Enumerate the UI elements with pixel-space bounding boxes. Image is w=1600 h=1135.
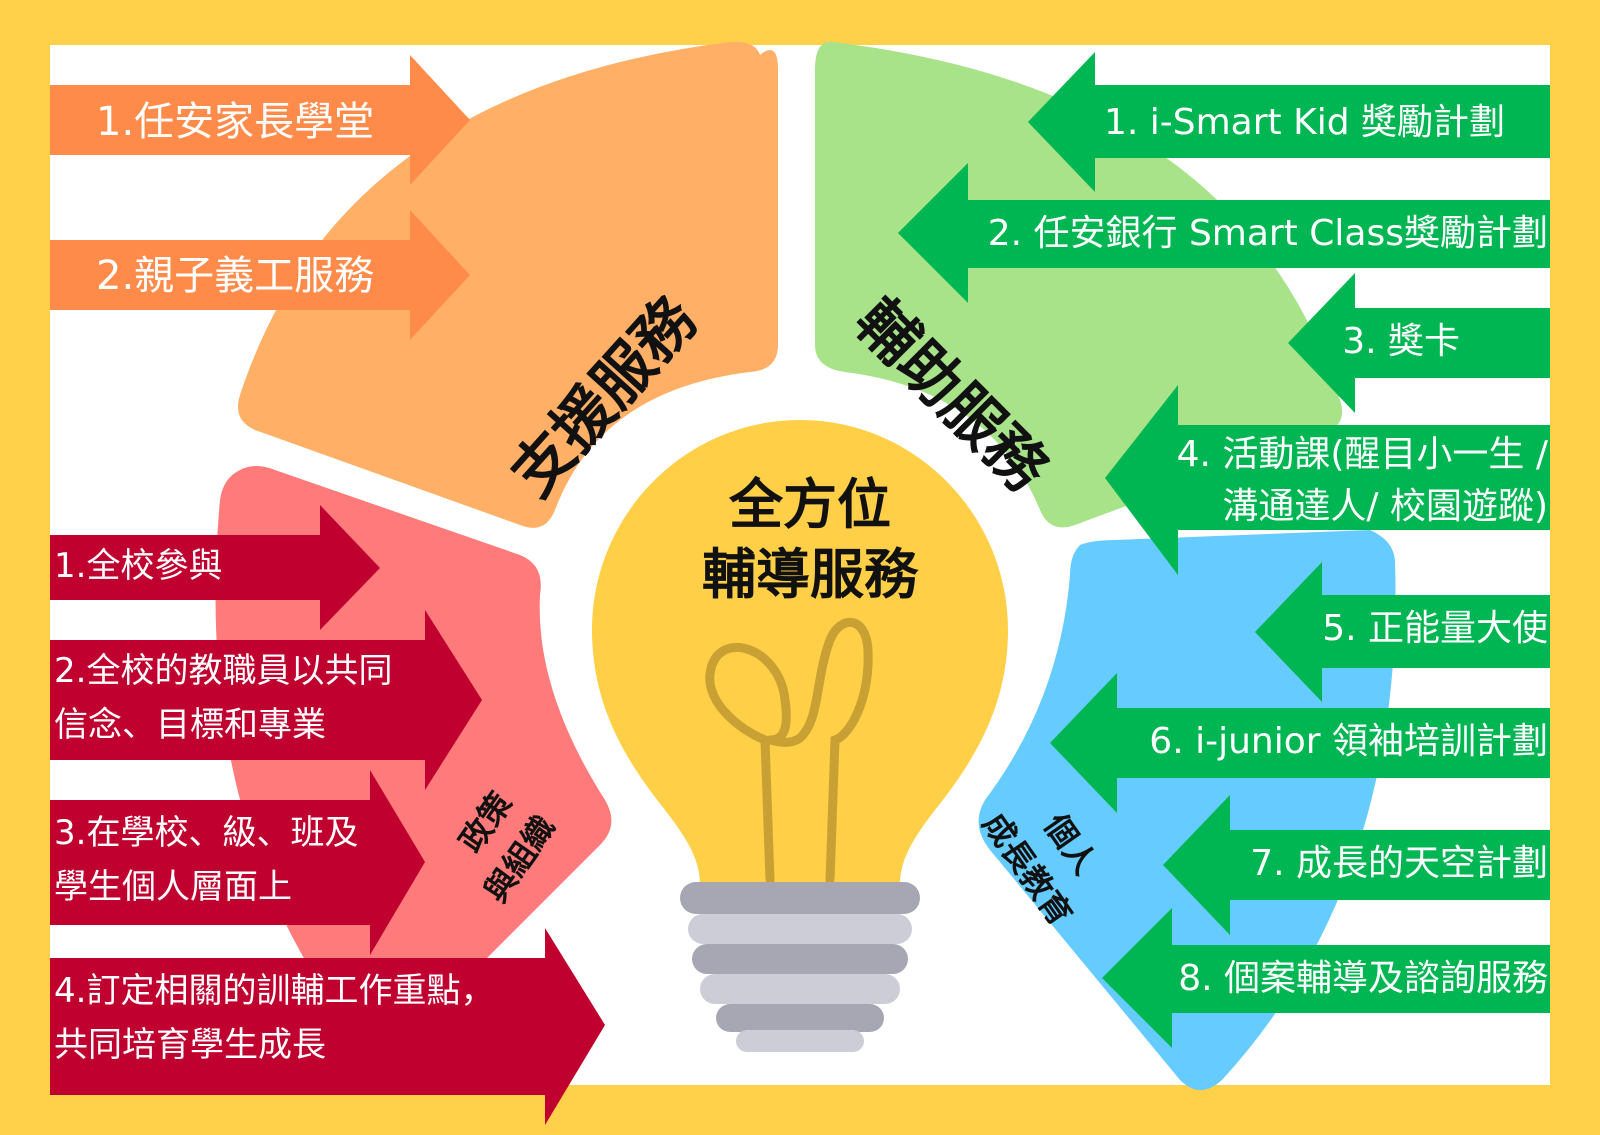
- support-petal: [237, 41, 778, 528]
- policy-item-2a: 2.全校的教職員以共同: [54, 651, 393, 691]
- policy-item-1: 1.全校參與: [54, 546, 223, 586]
- policy-item-2b: 信念、目標和專業: [54, 705, 326, 745]
- personal-item-8: 8. 個案輔導及諮詢服務: [1178, 958, 1548, 999]
- assist-petal: [815, 41, 1343, 528]
- center-title-line2: 輔導服務: [702, 543, 918, 606]
- personal-arrows: [1050, 562, 1550, 1048]
- policy-arrows: [50, 505, 605, 1125]
- support-arrows: [50, 55, 470, 340]
- assist-item-1: 1. i-Smart Kid 獎勵計劃: [1103, 102, 1505, 143]
- support-item-1: 1.任安家長學堂: [96, 99, 375, 145]
- assist-arrow-4: [1105, 385, 1550, 575]
- personal-arrow-8: [1102, 908, 1550, 1048]
- bulb-filament: [705, 618, 873, 885]
- assist-arrows: [898, 52, 1550, 575]
- policy-arrow-3: [50, 770, 425, 955]
- support-arrow-2: [50, 210, 470, 340]
- support-item-2: 2.親子義工服務: [96, 253, 375, 299]
- assist-arrow-1: [1028, 52, 1550, 192]
- assist-item-3: 3. 獎卡: [1342, 321, 1460, 362]
- assist-item-4a: 4. 活動課(醒目小一生 /: [1176, 434, 1548, 475]
- assist-item-2: 2. 任安銀行 Smart Class獎勵計劃: [987, 213, 1548, 254]
- personal-arrow-6: [1050, 673, 1550, 813]
- personal-item-5: 5. 正能量大使: [1322, 608, 1548, 649]
- personal-item-7: 7. 成長的天空計劃: [1250, 843, 1548, 884]
- personal-item-6: 6. i-junior 領袖培訓計劃: [1149, 721, 1548, 762]
- policy-arrow-1: [50, 505, 380, 630]
- personal-arrow-5: [1255, 562, 1550, 702]
- center-title-line1: 全方位: [729, 473, 891, 536]
- policy-item-3a: 3.在學校、級、班及: [54, 813, 359, 853]
- assist-arrow-2: [898, 163, 1550, 303]
- personal-arrow-7: [1163, 795, 1550, 935]
- policy-item-4a: 4.訂定相關的訓輔工作重點，: [54, 971, 495, 1011]
- assist-item-4b: 溝通達人/ 校園遊蹤): [1222, 486, 1548, 527]
- center-title: 全方位 輔導服務: [620, 470, 1000, 610]
- support-arrow-1: [50, 55, 470, 185]
- policy-item-4b: 共同培育學生成長: [54, 1025, 326, 1065]
- policy-item-3b: 學生個人層面上: [54, 867, 292, 907]
- bulb-glass: [592, 420, 1008, 885]
- bulb-base: [680, 882, 920, 1052]
- policy-arrow-4: [50, 928, 605, 1125]
- assist-arrow-3: [1288, 273, 1550, 413]
- policy-arrow-2: [50, 610, 482, 790]
